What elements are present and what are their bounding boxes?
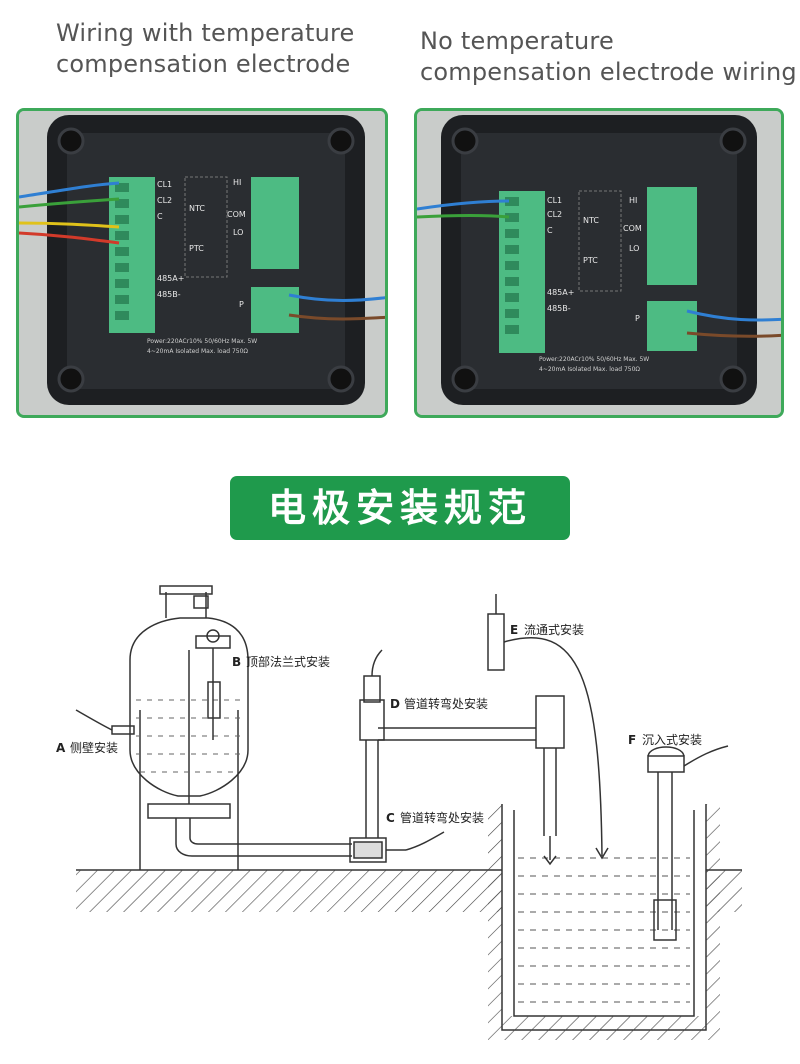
wire-blue-power (288, 293, 385, 302)
wire-brown-power (686, 331, 781, 338)
wire-green (417, 214, 510, 219)
screw-hole-icon (719, 365, 747, 393)
wire-brown-power (288, 313, 385, 321)
terminal-label-cl2: CL2 (157, 196, 172, 205)
label-text-b: 顶部法兰式安装 (246, 654, 330, 669)
caption-left-line1: Wiring with temperature (56, 19, 355, 47)
ground (76, 869, 742, 912)
wire-yellow (19, 221, 120, 229)
water-tank (488, 804, 720, 1040)
water-surface-lines (518, 857, 690, 1003)
relay-label-ptc: PTC (189, 244, 204, 253)
electrode-f (647, 745, 729, 941)
wire-red (19, 231, 120, 245)
terminal-label-com: COM (227, 210, 246, 219)
label-letter-e: E (510, 623, 518, 637)
relay-label-ntc: NTC (583, 216, 599, 225)
caption-right-line1: No temperature (420, 27, 614, 55)
label-text-c: 管道转弯处安装 (400, 810, 484, 825)
wire-blue (417, 199, 510, 211)
label-letter-a: A (56, 741, 66, 755)
terminal-block-power (251, 287, 299, 333)
wire-blue-power (686, 309, 781, 322)
terminal-label-cl1: CL1 (157, 180, 172, 189)
terminal-label-c: C (157, 212, 163, 221)
terminal-label-lo: LO (233, 228, 243, 237)
relay-schematic (184, 176, 228, 278)
vessel-liquid-lines (136, 699, 242, 773)
electrode-a (75, 709, 135, 735)
terminal-label-p: P (635, 314, 640, 323)
screw-hole-icon (327, 127, 355, 155)
terminal-label-c: C (547, 226, 553, 235)
terminal-label-485b: 485B- (157, 290, 181, 299)
label-letter-f: F (628, 733, 636, 747)
terminal-label-cl2: CL2 (547, 210, 562, 219)
reactor-vessel (129, 585, 249, 870)
terminal-box-illustration-right: CL1 CL2 C 485A+ 485B- NTC PTC HI COM LO … (417, 111, 781, 415)
label-text-a: 侧壁安装 (70, 740, 118, 755)
screw-hole-icon (451, 127, 479, 155)
section-banner: 电极安装规范 (230, 476, 570, 540)
pipeline (175, 695, 565, 866)
terminal-label-hi: HI (629, 196, 637, 205)
terminal-label-lo: LO (629, 244, 639, 253)
label-text-e: 流通式安装 (524, 622, 584, 637)
relay-label-ntc: NTC (189, 204, 205, 213)
screw-hole-icon (57, 365, 85, 393)
relay-label-ptc: PTC (583, 256, 598, 265)
label-letter-b: B (232, 655, 241, 669)
caption-left-line2: compensation electrode (56, 50, 351, 78)
screw-hole-icon (327, 365, 355, 393)
spec-text-line2: 4~20mA Isolated Max. load 750Ω (539, 366, 640, 373)
electrode-d (363, 649, 383, 703)
terminal-block-relay (647, 187, 697, 285)
terminal-label-p: P (239, 300, 244, 309)
relay-schematic (578, 190, 622, 292)
terminal-box-illustration-left: CL1 CL2 C 485A+ 485B- NTC PTC HI COM LO … (19, 111, 385, 415)
label-letter-c: C (386, 811, 395, 825)
terminal-label-hi: HI (233, 178, 241, 187)
spec-text-line1: Power:220ACr10% 50/60Hz Max. 5W (147, 338, 257, 345)
terminal-block-relay (251, 177, 299, 269)
terminal-label-485a: 485A+ (157, 274, 184, 283)
electrode-installation-diagram: A 侧壁安装 B 顶部法兰式安装 C 管道转弯处安装 D 管道转弯处安装 E 流… (56, 585, 742, 1040)
screw-hole-icon (451, 365, 479, 393)
label-letter-d: D (390, 697, 400, 711)
terminal-label-485a: 485A+ (547, 288, 574, 297)
terminal-label-cl1: CL1 (547, 196, 562, 205)
electrode-b (195, 629, 231, 740)
caption-right-line2: compensation electrode wiring (420, 58, 797, 86)
wire-blue (19, 181, 120, 199)
wire-green (19, 197, 120, 209)
electrode-c (353, 831, 445, 859)
wiring-photo-with-temp-compensation: CL1 CL2 C 485A+ 485B- NTC PTC HI COM LO … (16, 108, 388, 418)
screw-hole-icon (719, 127, 747, 155)
caption-right: No temperature compensation electrode wi… (420, 26, 797, 88)
screw-hole-icon (57, 127, 85, 155)
label-text-d: 管道转弯处安装 (404, 696, 488, 711)
label-text-f: 沉入式安装 (642, 732, 702, 747)
spec-text-line1: Power:220ACr10% 50/60Hz Max. 5W (539, 356, 649, 363)
wiring-photo-without-temp-compensation: CL1 CL2 C 485A+ 485B- NTC PTC HI COM LO … (414, 108, 784, 418)
terminal-label-485b: 485B- (547, 304, 571, 313)
terminal-block-power (647, 301, 697, 351)
caption-left: Wiring with temperature compensation ele… (56, 18, 354, 80)
terminal-label-com: COM (623, 224, 642, 233)
electrode-e (487, 594, 609, 860)
spec-text-line2: 4~20mA Isolated Max. load 750Ω (147, 348, 248, 355)
